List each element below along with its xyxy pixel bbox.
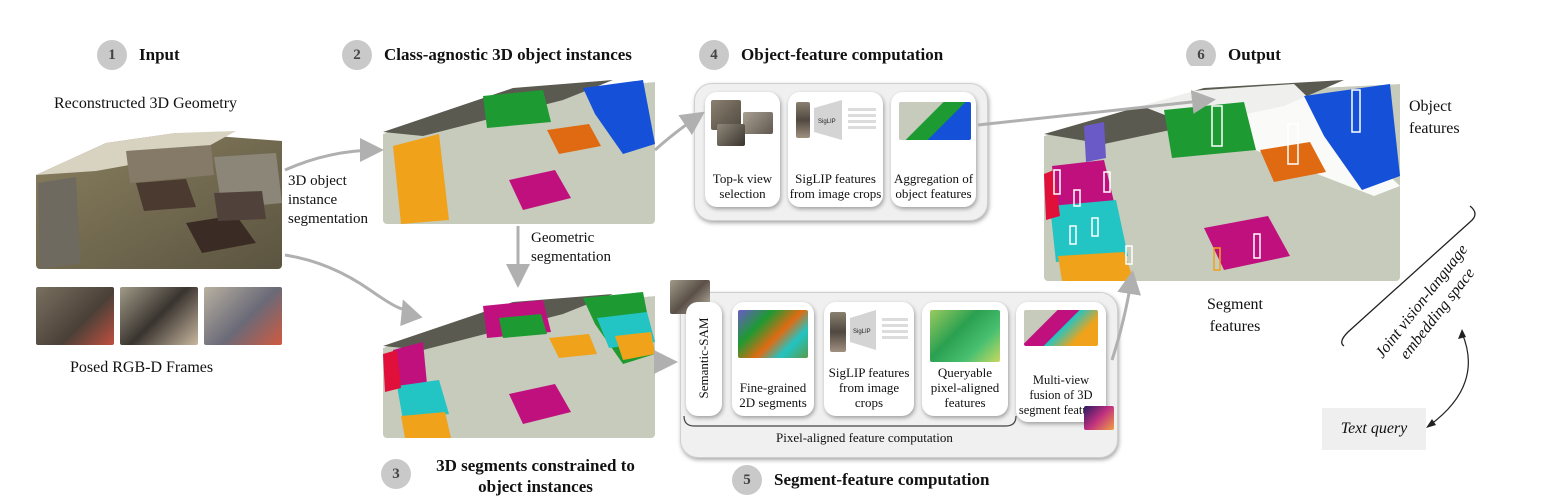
top-k-view-card: Top-k view selection	[705, 92, 780, 207]
geometric-segmentation-label: Geometric segmentation	[531, 230, 611, 265]
object-instances-illustration	[383, 74, 655, 224]
arrow-object-features-to-output	[977, 90, 1216, 127]
step-badge: 4	[699, 40, 729, 70]
step-title: Object-feature computation	[741, 45, 944, 64]
step-badge: 2	[342, 40, 372, 70]
instance-segmentation-label: 3D object instance segmentation	[288, 173, 368, 227]
aggregation-card: Aggregation of object features	[891, 92, 976, 207]
segment-features-label: Segment features	[1207, 296, 1263, 335]
step-badge: 1	[97, 40, 127, 70]
query-double-arrow	[1426, 329, 1469, 428]
siglip-object-card: SigLIP SigLIP features from image crops	[788, 92, 883, 207]
pixel-aligned-bracket	[683, 415, 1017, 427]
step-3-header: 3 3D segments constrained to object inst…	[381, 455, 648, 497]
card-caption: Fine-grained 2D segments	[739, 380, 807, 410]
view-crop-thumb	[717, 124, 745, 146]
segments-scene	[383, 288, 655, 438]
step-1-header: 1 Input	[97, 40, 180, 70]
semantic-sam-card	[686, 302, 722, 416]
step-6-header: 6 Output	[1186, 40, 1281, 70]
card-caption: Aggregation of object features	[893, 171, 974, 201]
step-title: Class-agnostic 3D object instances	[384, 45, 632, 64]
card-caption: SigLIP features from image crops	[828, 365, 910, 410]
step-badge: 3	[381, 459, 411, 489]
step-4-header: 4 Object-feature computation	[699, 40, 943, 70]
arrow-input-to-instances	[284, 138, 384, 172]
pixel-aligned-label: Pixel-aligned feature computation	[776, 430, 953, 445]
reconstructed-room-illustration	[36, 131, 282, 269]
segment-map-thumb	[738, 310, 808, 358]
rgbd-frame-3	[204, 287, 282, 345]
svg-text:SigLIP: SigLIP	[818, 119, 836, 125]
arrow-instances-to-object-features	[653, 111, 705, 152]
object-features-label: Object features	[1409, 98, 1460, 137]
embedding-space-bracket	[1341, 205, 1476, 347]
siglip-segment-card: SigLIP SigLIP features from image crops	[824, 302, 914, 416]
fusion-scene-thumb	[1024, 310, 1098, 346]
step-badge: 6	[1186, 40, 1216, 70]
object-instances-scene	[383, 74, 655, 224]
step-2-header: 2 Class-agnostic 3D object instances	[342, 40, 632, 70]
reconstructed-geometry-image	[36, 123, 282, 269]
segments-illustration	[383, 288, 655, 438]
rgbd-frame-1	[36, 287, 114, 345]
card-caption: SigLIP features from image crops	[789, 171, 882, 201]
depth-frames-thumb	[1084, 406, 1114, 430]
arrow-segment-features-to-output	[1110, 270, 1142, 361]
aggregation-scene-thumb	[899, 102, 971, 140]
text-query-box[interactable]: Text query	[1322, 408, 1426, 450]
siglip-encoder-icon: SigLIP	[814, 100, 876, 140]
siglip-encoder-icon: SigLIP	[850, 310, 908, 350]
arrow-input-to-segments	[284, 253, 423, 327]
text-query-label: Text query	[1340, 420, 1408, 437]
card-caption: Top-k view selection	[712, 171, 773, 201]
card-caption: Multi-view fusion of 3D segment features	[1018, 373, 1104, 417]
pixel-aligned-features-card: Queryable pixel-aligned features	[922, 302, 1008, 416]
step-badge: 5	[732, 465, 762, 495]
svg-text:SigLIP: SigLIP	[853, 329, 871, 335]
step-5-header: 5 Segment-feature computation	[732, 465, 989, 495]
step-title: Input	[139, 45, 180, 64]
rgbd-frame-2	[120, 287, 198, 345]
card-caption: Queryable pixel-aligned features	[930, 365, 1000, 410]
multi-view-fusion-card: Multi-view fusion of 3D segment features	[1016, 302, 1106, 422]
image-crop-thumb	[830, 312, 846, 352]
frames-label: Posed RGB-D Frames	[70, 359, 214, 376]
view-crop-thumb	[743, 112, 773, 134]
step-title: 3D segments constrained to object instan…	[436, 456, 635, 496]
step-title: Segment-feature computation	[774, 470, 990, 489]
image-crop-thumb	[796, 102, 810, 138]
step-title: Output	[1228, 45, 1281, 64]
geometry-label: Reconstructed 3D Geometry	[54, 95, 238, 112]
feature-map-thumb	[930, 310, 1000, 362]
fine-grained-segments-card: Fine-grained 2D segments	[732, 302, 814, 416]
